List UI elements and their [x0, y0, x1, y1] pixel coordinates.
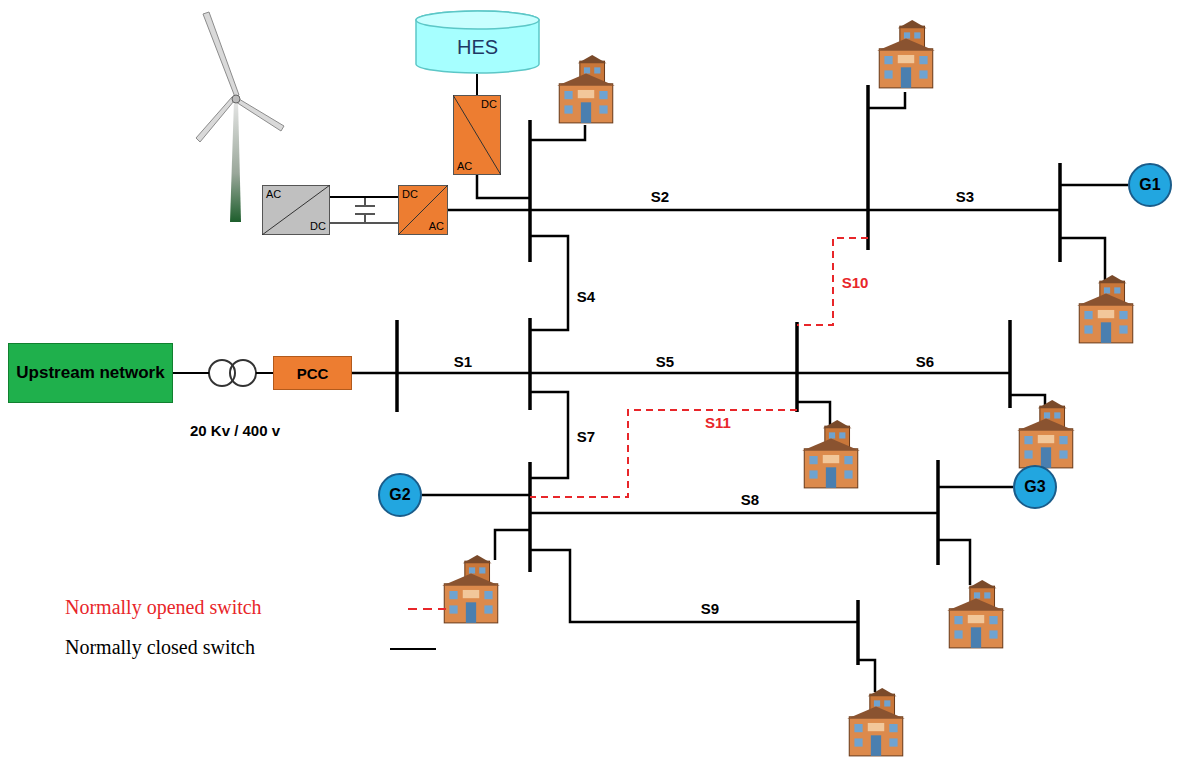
cylinder-body [416, 11, 539, 73]
connector [476, 74, 478, 95]
transformer-coil [209, 360, 235, 386]
node-label: G3 [1024, 478, 1045, 496]
line-s6 [797, 372, 1010, 375]
building-icon [802, 420, 860, 488]
converter-label: AC [457, 160, 472, 172]
pcc-box: PCC [273, 356, 352, 390]
building-icon [1077, 275, 1135, 343]
load-feeder [938, 540, 970, 585]
switch-label: S5 [654, 353, 676, 370]
line-s7 [530, 392, 568, 478]
grid-box: Upstream network [8, 343, 173, 403]
building-icon [947, 580, 1005, 648]
transformer-coil [230, 360, 256, 386]
open-switch-line [530, 410, 797, 497]
hes-feeder [477, 175, 530, 198]
legend-sample [408, 608, 446, 610]
legend-text: Normally closed switch [65, 636, 255, 659]
line-s5 [530, 372, 797, 375]
building-icon [442, 555, 500, 623]
bus-bar [395, 320, 399, 412]
cylinder-top [416, 11, 539, 29]
switch-label: S11 [703, 414, 733, 431]
connector [173, 372, 273, 374]
converter-label: DC [310, 220, 326, 232]
node-label: G2 [389, 486, 410, 504]
load-feeder [868, 92, 905, 108]
converter-feeder [448, 209, 530, 212]
switch-label: S7 [575, 428, 597, 445]
node-label: Upstream network [16, 363, 164, 383]
node-label: PCC [297, 365, 329, 382]
switch-label: S3 [954, 188, 976, 205]
switch-label: S9 [699, 600, 721, 617]
converter-label: DC [481, 98, 497, 110]
converter-box: AC DC [262, 185, 330, 235]
load-feeder [1060, 238, 1105, 282]
converter-box: DC AC [398, 185, 448, 235]
line-s1 [397, 372, 530, 375]
connector [330, 196, 398, 198]
turbine-blade [203, 12, 239, 97]
generator-feeder [1060, 184, 1128, 187]
turbine-blade [196, 97, 234, 142]
switch-label: S10 [840, 274, 871, 291]
building-icon [847, 688, 905, 756]
converter-label: AC [266, 188, 281, 200]
node-label: HES [457, 36, 498, 59]
voltage-label: 20 Kv / 400 v [188, 422, 282, 439]
building-icon [1017, 400, 1075, 468]
load-feeder [797, 402, 830, 428]
capacitor-symbol [330, 197, 398, 223]
turbine-hub [232, 95, 240, 103]
diagonal-line [262, 185, 330, 235]
line-s2 [530, 209, 868, 212]
node-label: G1 [1139, 176, 1160, 194]
load-feeder [858, 660, 875, 692]
bus-bar [528, 120, 532, 262]
bus-bar [528, 318, 532, 410]
line-s8 [530, 512, 938, 515]
bus-bar [795, 322, 799, 412]
building-icon [557, 55, 615, 123]
switch-label: S2 [649, 188, 671, 205]
transformer-symbol [209, 360, 256, 386]
switch-label: S6 [914, 353, 936, 370]
converter-label: AC [429, 220, 444, 232]
diagonal-line [453, 95, 501, 175]
switch-label: S4 [575, 288, 597, 305]
line-s3 [868, 209, 1060, 212]
converter-box: DC AC [453, 95, 501, 175]
converter-label: DC [402, 188, 418, 200]
wind-turbine [196, 12, 284, 222]
turbine-tower [230, 100, 241, 222]
switch-label: S1 [452, 353, 474, 370]
bus-bar [866, 85, 870, 250]
generator-circle: G2 [378, 473, 422, 517]
turbine-blade [236, 99, 284, 131]
generator-feeder [938, 486, 1013, 489]
capacitor [355, 197, 375, 223]
line-s9 [530, 550, 858, 622]
generator-circle: G3 [1013, 465, 1057, 509]
generator-circle: G1 [1128, 163, 1172, 207]
line-s4 [530, 236, 568, 330]
legend-text: Normally opened switch [65, 596, 262, 619]
legend-sample [390, 648, 436, 650]
building-icon [877, 20, 935, 88]
storage-cylinder: HES [415, 10, 540, 74]
bus-bar [856, 600, 860, 665]
bus-bar [1058, 163, 1062, 262]
generator-feeder [422, 494, 530, 497]
feeder-line [352, 372, 397, 375]
diagonal-line [398, 185, 448, 235]
load-feeder [530, 125, 585, 140]
switch-label: S8 [739, 491, 761, 508]
load-feeder [495, 530, 530, 560]
